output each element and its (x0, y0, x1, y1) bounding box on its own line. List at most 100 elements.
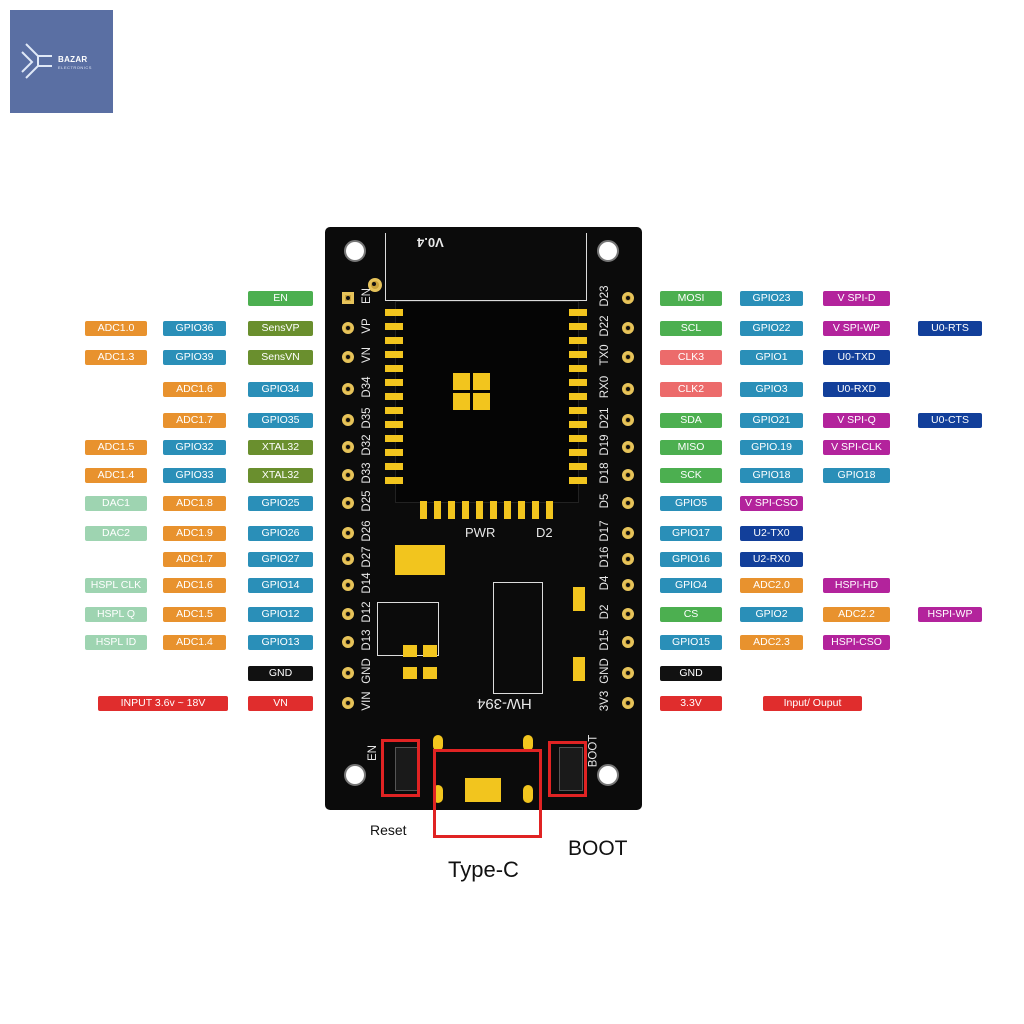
pin-silk-label: D35 (361, 407, 373, 429)
pin-label: 3.3V (660, 696, 722, 711)
module-pin-pad (504, 501, 511, 519)
smd-pad (573, 657, 585, 681)
pin-label: ADC1.7 (163, 552, 226, 567)
pin-label: V SPI-WP (823, 321, 890, 336)
pin-label: GPIO35 (248, 413, 313, 428)
pin-label: GPIO13 (248, 635, 313, 650)
header-pin (342, 383, 354, 395)
pin-silk-label: D2 (599, 604, 611, 620)
test-point (368, 278, 382, 292)
type-c-highlight (433, 749, 542, 838)
module-pin-pad (569, 435, 587, 442)
pin-silk-label: D13 (361, 629, 373, 651)
pin-silk-label: D18 (599, 462, 611, 484)
pin-label: GPIO4 (660, 578, 722, 593)
module-pin-pad (569, 323, 587, 330)
header-pin (342, 351, 354, 363)
pin-label: CLK2 (660, 382, 722, 397)
module-pin-pad (385, 463, 403, 470)
module-pin-pad (569, 337, 587, 344)
logo-circuit-icon (21, 43, 52, 79)
boot-button[interactable] (559, 747, 583, 791)
pin-label: ADC1.5 (85, 440, 147, 455)
smd-pad (403, 645, 417, 657)
pin-label: V SPI-CSO (740, 496, 803, 511)
header-pin (342, 441, 354, 453)
pin-label: ADC1.6 (163, 578, 226, 593)
pin-silk-label: TX0 (599, 344, 611, 366)
board-version: V0.4 (417, 235, 444, 250)
usb-connector-pad (465, 778, 501, 802)
pin-label: GPIO22 (740, 321, 803, 336)
pin-label: ADC1.0 (85, 321, 147, 336)
header-pin (622, 527, 634, 539)
pin-silk-label: D33 (361, 462, 373, 484)
header-pin (622, 497, 634, 509)
pin-label: SensVN (248, 350, 313, 365)
pin-label: CLK3 (660, 350, 722, 365)
module-pin-pad (448, 501, 455, 519)
pin-label: INPUT 3.6v ~ 18V (98, 696, 228, 711)
pin-silk-label: 3V3 (599, 690, 611, 712)
pin-label: GPIO15 (660, 635, 722, 650)
module-pad (473, 373, 490, 390)
module-pin-pad (569, 449, 587, 456)
header-pin (622, 469, 634, 481)
pin-label: U2-RX0 (740, 552, 803, 567)
pin-silk-label: D34 (361, 376, 373, 398)
pin-label: GPIO23 (740, 291, 803, 306)
module-pin-pad (462, 501, 469, 519)
pin-silk-label: D5 (599, 493, 611, 509)
pin-label: ADC1.5 (163, 607, 226, 622)
pin-label: ADC1.4 (85, 468, 147, 483)
reset-button-highlight (381, 739, 420, 797)
header-pin (342, 697, 354, 709)
pin-silk-label: RX0 (599, 375, 611, 399)
reset-caption: Reset (370, 822, 407, 838)
module-pin-pad (385, 323, 403, 330)
header-pin (342, 636, 354, 648)
boot-caption: BOOT (568, 837, 628, 860)
boot-button-highlight (548, 741, 587, 797)
pin-label: GPIO3 (740, 382, 803, 397)
module-pin-pad (546, 501, 553, 519)
boot-button-label: BOOT (587, 734, 600, 768)
pin-label: GPIO32 (163, 440, 226, 455)
pin-label: Input/ Ouput (763, 696, 862, 711)
module-pin-pad (420, 501, 427, 519)
pin-label: GPIO36 (163, 321, 226, 336)
pin-silk-label: GND (361, 658, 373, 684)
usb-shell-pad (523, 735, 533, 751)
pin-label: HSPI-CSO (823, 635, 890, 650)
module-pin-pad (385, 449, 403, 456)
pin-label: U0-CTS (918, 413, 982, 428)
pin-label: GND (660, 666, 722, 681)
pin-label: ADC1.7 (163, 413, 226, 428)
antenna-area (385, 233, 587, 301)
module-pin-pad (569, 351, 587, 358)
pin-label: DAC2 (85, 526, 147, 541)
pin-label: GPIO21 (740, 413, 803, 428)
module-pin-pad (385, 351, 403, 358)
logo-name: BAZAR (58, 55, 88, 64)
pin-silk-label: D4 (599, 575, 611, 591)
pin-label: ADC1.6 (163, 382, 226, 397)
pin-label: GPIO16 (660, 552, 722, 567)
pin-label: GPIO1 (740, 350, 803, 365)
pin-label: ADC1.9 (163, 526, 226, 541)
smd-pad (403, 667, 417, 679)
pin-silk-label: D19 (599, 434, 611, 456)
header-pin (622, 441, 634, 453)
pin-silk-label: D16 (599, 546, 611, 568)
pin-label: SensVP (248, 321, 313, 336)
pin-label: V SPI-Q (823, 413, 890, 428)
module-pin-pad (385, 337, 403, 344)
en-button-label: EN (366, 745, 379, 761)
pin-silk-label: D12 (361, 601, 373, 623)
pin-label: HSPI-HD (823, 578, 890, 593)
pin-silk-label: D26 (361, 520, 373, 542)
module-pin-pad (569, 407, 587, 414)
header-pin (342, 553, 354, 565)
pin-label: VN (248, 696, 313, 711)
module-pin-pad (385, 477, 403, 484)
